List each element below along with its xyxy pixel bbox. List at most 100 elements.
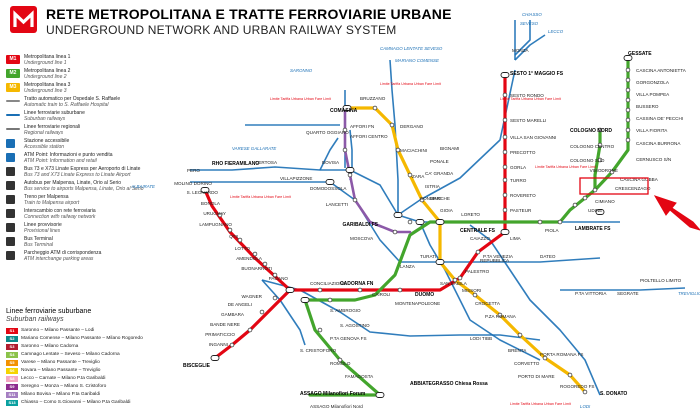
red-arrow-icon [653, 195, 700, 231]
station-dot [237, 237, 243, 243]
legend-sublabel: Underground line 2 [24, 74, 67, 80]
suburban-line-label: Varese – Milano Passante – Treviglio [21, 360, 100, 365]
suburban-line-label: Milano Bovisa – Milano P.ta Garibaldi [21, 392, 101, 397]
station-label: VARESE GALLARATE [232, 146, 276, 151]
rail-line [319, 137, 339, 171]
suburban-line-label: Saronno – Milano Cadorna [21, 344, 79, 349]
station-label: RHO FIERAMILANO [212, 161, 259, 167]
station-label: P.TA GENOVA FS [330, 336, 367, 341]
station-dot [597, 157, 603, 163]
station-label: ROGOREDO FS [560, 384, 594, 389]
interchange-marker [435, 259, 445, 265]
station-label: CIMIANO [595, 199, 615, 204]
header: RETE METROPOLITANA E TRATTE FERROVIARIE … [0, 0, 700, 46]
station-dot [582, 389, 588, 395]
station-label: PIOLA [545, 228, 559, 233]
station-dot [357, 287, 363, 293]
station-label: COMASINA [330, 108, 358, 114]
station-label: LANCETTI [326, 202, 348, 207]
station-label: COLOGNO SUD [570, 158, 605, 163]
suburban-line-label: Mariano Comense – Milano Passante – Mila… [21, 336, 143, 341]
station-label: QUARTO OGGIARO [306, 130, 349, 135]
station-label: LECCO [548, 29, 564, 34]
station-dot [392, 229, 398, 235]
station-dot [502, 92, 508, 98]
legend-sublabel: Suburban railways [24, 116, 66, 122]
station-label: PORTA ROMANA FS [540, 352, 583, 357]
legend-label: Metropolitana linea 1 [24, 54, 71, 60]
station-label: CASCINA GOBBA [620, 177, 659, 182]
station-label: SESTO RONDO [510, 93, 544, 98]
suburban-line-badge: S2 [6, 336, 18, 342]
station-label: PONALE [430, 159, 449, 164]
suburban-line-badge: S11 [6, 392, 18, 398]
legend-label: Interscambio con rete ferroviaria [24, 208, 96, 214]
station-dot [592, 187, 598, 193]
legend-item: Bus 73 e X73 Linate Express per Aeroport… [6, 166, 181, 178]
legend-symbol-icon: M3 [6, 83, 20, 92]
station-label: CENTRALE FS [460, 228, 496, 234]
station-dot [407, 172, 413, 178]
railway-lines [190, 20, 686, 396]
station-dot [502, 149, 508, 155]
station-label: VIMODRONE [590, 168, 618, 173]
station-label: ISTRIA [425, 184, 441, 189]
legend-label: Linee ferroviarie suburbane [24, 110, 85, 116]
station-label: PORTO DI MARE [518, 374, 555, 379]
station-label: CASCINA ANTONIETTA [636, 68, 687, 73]
station-dot [517, 332, 523, 338]
station-label: BUONARROTI [241, 266, 272, 271]
station-dot [625, 97, 631, 103]
interchange-marker [285, 287, 295, 293]
station-dot [352, 197, 358, 203]
interchange-marker [375, 392, 385, 398]
station-label: SARONNO [290, 68, 313, 73]
station-label: VILLAPIZZONE [280, 176, 312, 181]
station-dot [567, 372, 573, 378]
legend-label: Treno per Malpensa [24, 194, 69, 200]
interchange-marker [393, 212, 403, 218]
metro-lines [203, 56, 630, 397]
legend-item: Tratto automatico per Ospedale S. Raffae… [6, 96, 181, 108]
station-label: CERTOSA [255, 160, 278, 165]
station-label: ZARA [412, 174, 425, 179]
station-label: ROMOLO [330, 361, 351, 366]
station-label: DATEO [540, 254, 556, 259]
rail-line [261, 279, 306, 346]
suburban-line-label: Chiasso – Como S.Giovanni – Milano P.ta … [21, 400, 131, 405]
station-dot [317, 327, 323, 333]
suburban-line-badge: S4 [6, 352, 18, 358]
interchange-marker [415, 219, 425, 225]
station-dot [502, 207, 508, 213]
station-dot [217, 212, 223, 218]
interchange-marker [500, 229, 510, 235]
station-label: SEGRATE [617, 291, 639, 296]
rail-line [469, 224, 601, 396]
map-subtitle: UNDERGROUND NETWORK AND URBAN RAILWAY SY… [46, 23, 397, 37]
station-label: SESTO MARELLI [510, 118, 546, 123]
station-label: AFFORI CENTRO [350, 134, 388, 139]
legend-sublabel: Underground line 1 [24, 60, 67, 66]
station-dot [272, 295, 278, 301]
suburban-line-label: Camnago Lentate – Seveso – Milano Cadorn… [21, 352, 120, 357]
station-dot [502, 134, 508, 140]
legend-symbol-icon [6, 181, 15, 190]
legend-label: Metropolitana linea 3 [24, 82, 71, 88]
rail-line [397, 69, 516, 216]
station-label: PRECOTTO [510, 150, 536, 155]
interchange-marker [210, 355, 220, 361]
station-label: P.ZA ROMANA [485, 314, 517, 319]
